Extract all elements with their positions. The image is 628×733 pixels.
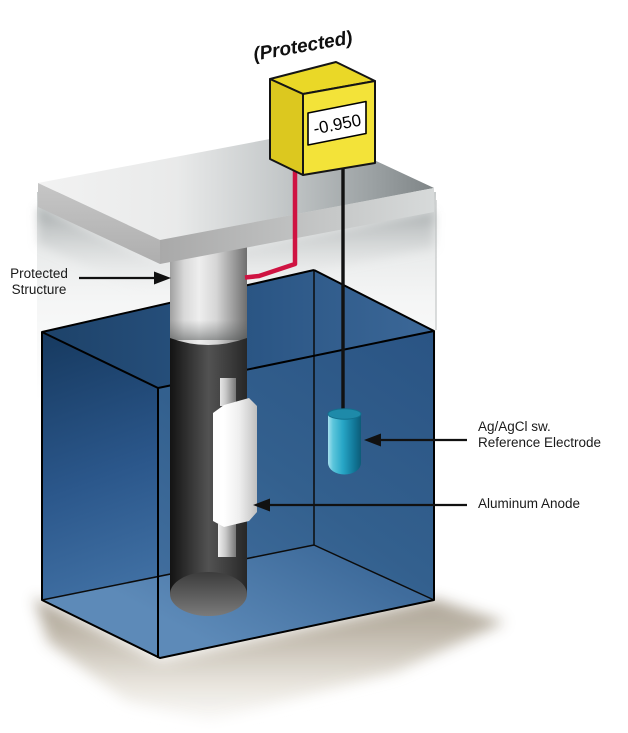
protected-structure-arrowhead (154, 271, 171, 285)
anode-left-highlight (213, 405, 224, 527)
deck-front-left-face (38, 183, 160, 264)
electrode-top (327, 408, 362, 420)
voltmeter: -0.950 (269, 61, 376, 176)
anode-assembly (213, 378, 257, 557)
voltmeter-left-face (269, 78, 304, 176)
anode-strap-bottom (218, 524, 236, 557)
pile-bottom-cap (170, 572, 247, 616)
protected-structure-label: Protected Structure (10, 266, 68, 297)
electrode-body (328, 414, 361, 475)
anode-body (224, 398, 257, 527)
callout-arrows (79, 271, 467, 512)
red-wire (244, 168, 298, 280)
aluminum-anode-arrowhead (253, 498, 270, 512)
voltmeter-display (307, 100, 367, 146)
reference-electrode-label: Ag/AgCl sw. Reference Electrode (478, 419, 602, 450)
reference-electrode (327, 408, 362, 475)
anode-strap-top (220, 378, 236, 406)
aluminum-anode-label: Aluminum Anode (478, 496, 581, 511)
tank-front-left-face (42, 332, 158, 658)
ground-shadow (34, 597, 505, 720)
reference-electrode-arrowhead (364, 433, 381, 447)
pile-waterline-shade (170, 320, 247, 340)
